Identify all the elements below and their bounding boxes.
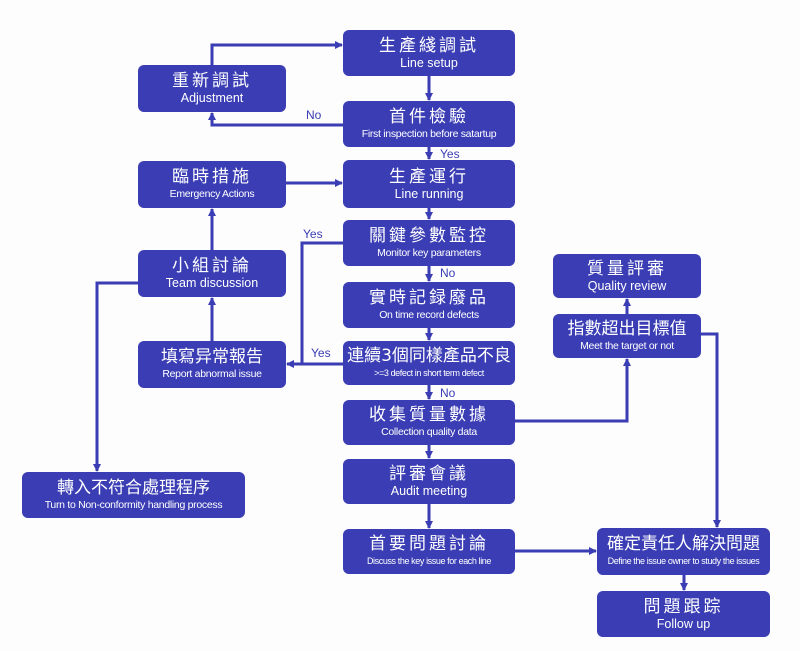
node-emergency-actions-zh: 臨時措施: [172, 167, 252, 187]
node-quality-review: 質量評審 Quality review: [553, 254, 701, 298]
node-monitor-key: 關鍵參數監控 Monitor key parameters: [343, 220, 515, 266]
node-collect-quality-zh: 收集質量數據: [369, 405, 489, 425]
node-first-inspection: 首件檢驗 First inspection before satartup: [343, 101, 515, 147]
node-key-issue-zh: 首要問題討論: [369, 534, 489, 554]
edge-team-to-nonconformity: [93, 281, 138, 472]
label-inspection-no: No: [306, 108, 322, 122]
node-line-running-en: Line running: [394, 186, 464, 201]
node-line-setup: 生產綫調試 Line setup: [343, 30, 515, 76]
node-defect-3: 連續3個同樣產品不良 >=3 defect in short term defe…: [343, 341, 515, 385]
node-team-discussion-zh: 小組討論: [172, 256, 252, 276]
node-quality-review-zh: 質量評審: [587, 258, 667, 279]
label-defect-yes: Yes: [311, 346, 331, 360]
node-quality-review-en: Quality review: [587, 278, 667, 293]
node-nonconformity: 轉入不符合處理程序 Turn to Non-conformity handlin…: [22, 472, 245, 518]
node-collect-quality: 收集質量數據 Collection quality data: [343, 400, 515, 445]
node-team-discussion: 小組討論 Team discussion: [138, 250, 286, 297]
node-key-issue: 首要問題討論 Discuss the key issue for each li…: [343, 529, 515, 574]
label-monitor-no: No: [440, 266, 456, 280]
node-adjustment: 重新調試 Adjustment: [138, 65, 286, 112]
node-team-discussion-en: Team discussion: [165, 276, 259, 290]
node-nonconformity-zh: 轉入不符合處理程序: [57, 477, 210, 498]
node-defect-3-zh: 連續3個同樣產品不良: [347, 345, 511, 366]
node-adjustment-zh: 重新調試: [172, 71, 252, 91]
node-emergency-actions: 臨時措施 Emergency Actions: [138, 161, 286, 208]
node-follow-up: 問題跟踪 Follow up: [597, 591, 770, 637]
node-report-abnormal-zh: 填寫异常報告: [161, 347, 263, 367]
node-report-abnormal: 填寫异常報告 Report abnormal issue: [138, 341, 286, 388]
node-first-inspection-zh: 首件檢驗: [389, 106, 469, 127]
node-line-running: 生產運行 Line running: [343, 160, 515, 208]
node-issue-owner: 確定責任人解決問題 Define the issue owner to stud…: [597, 528, 770, 575]
node-audit-meeting-en: Audit meeting: [390, 484, 468, 498]
node-monitor-key-zh: 關鍵參數監控: [369, 225, 489, 246]
node-first-inspection-en: First inspection before satartup: [361, 127, 497, 140]
node-monitor-key-en: Monitor key parameters: [377, 246, 481, 259]
node-line-setup-en: Line setup: [400, 55, 458, 70]
node-audit-meeting-zh: 評審會議: [389, 464, 469, 484]
node-adjustment-en: Adjustment: [180, 91, 244, 105]
node-record-defects-zh: 實時記録廢品: [369, 287, 489, 308]
node-follow-up-en: Follow up: [656, 616, 711, 631]
node-issue-owner-en: Define the issue owner to study the issu…: [607, 556, 760, 566]
node-defect-3-en: >=3 defect in short term defect: [374, 367, 484, 378]
node-line-setup-zh: 生產綫調試: [379, 35, 479, 56]
node-meet-target-en: Meet the target or not: [580, 339, 674, 352]
node-record-defects-en: On time record defects: [379, 308, 479, 321]
node-record-defects: 實時記録廢品 On time record defects: [343, 282, 515, 328]
edge-collect-to-target: [515, 358, 631, 423]
node-nonconformity-en: Turn to Non-conformity handling process: [44, 498, 223, 511]
node-collect-quality-en: Collection quality data: [381, 426, 477, 438]
node-issue-owner-zh: 確定責任人解決問題: [607, 534, 760, 554]
node-meet-target-zh: 指數超出目標值: [567, 318, 687, 339]
edge-monitor-yes-to-report: [300, 241, 343, 364]
label-inspection-yes: Yes: [440, 147, 460, 161]
edge-target-to-owner: [701, 332, 721, 528]
node-emergency-actions-en: Emergency Actions: [169, 188, 255, 200]
node-key-issue-en: Discuss the key issue for each line: [366, 556, 492, 566]
node-follow-up-zh: 問題跟踪: [643, 596, 724, 617]
edge-inspection-no-to-adjustment: [208, 112, 343, 127]
node-audit-meeting: 評審會議 Audit meeting: [343, 459, 515, 504]
node-report-abnormal-en: Report abnormal issue: [162, 368, 262, 380]
node-line-running-zh: 生產運行: [389, 166, 469, 187]
label-monitor-yes: Yes: [303, 227, 323, 241]
edge-adjustment-to-setup: [210, 41, 343, 65]
node-meet-target: 指數超出目標值 Meet the target or not: [553, 314, 701, 358]
label-defect-no: No: [440, 386, 456, 400]
